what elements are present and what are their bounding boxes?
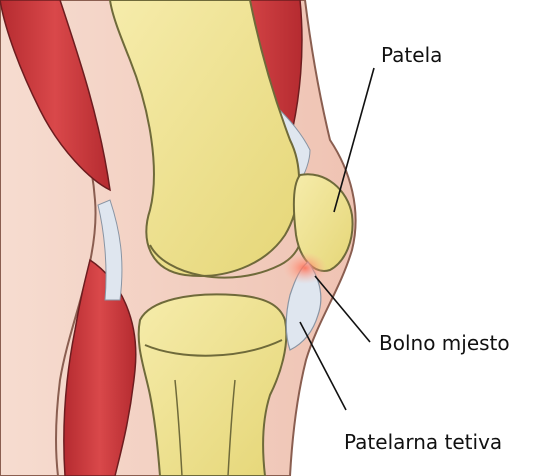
label-patelarna-tetiva: Patelarna tetiva [344,432,502,452]
label-bolno-mjesto: Bolno mjesto [379,333,510,353]
pain-spot [283,252,327,284]
label-patela: Patela [381,45,442,65]
leader-line-patelarna-tetiva [300,322,346,410]
leader-line-patela [334,68,374,212]
